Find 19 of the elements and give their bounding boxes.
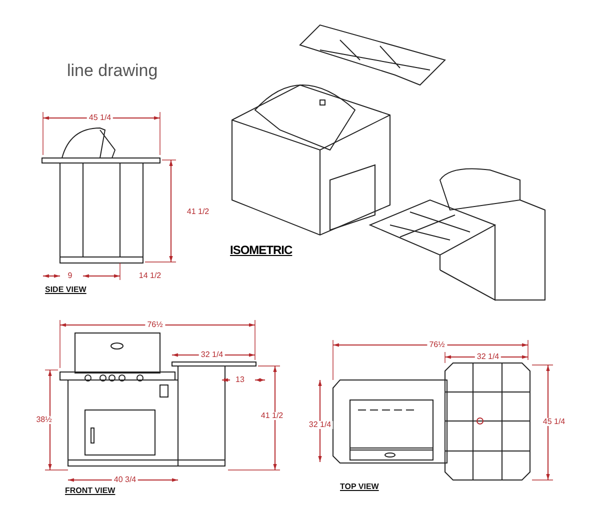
dimension-label: 76½ [427,341,447,349]
dimension-label: 14 1/2 [136,272,164,280]
dimension-label: 32 1/4 [306,421,334,429]
dimension-label: 40 3/4 [112,476,138,484]
dimension-label: 38½ [34,416,54,424]
view-title: SIDE VIEW [45,286,86,294]
dimension-label: 45 1/4 [540,418,568,426]
dimension-label: 32 1/4 [198,351,226,359]
view-title: FRONT VIEW [65,487,116,495]
dimension-label: 45 1/4 [86,114,114,122]
dimension-label: 13 [234,376,246,384]
dimension-label: 9 [66,272,74,280]
view-title: ISOMETRIC [230,244,292,256]
dimension-label: 32 1/4 [474,353,502,361]
dimension-label: 76½ [145,321,165,329]
subtitle: line drawing [67,62,158,79]
dimension-label: 41 1/2 [258,412,286,420]
dimension-label: 41 1/2 [184,208,212,216]
view-title: TOP VIEW [340,483,379,491]
